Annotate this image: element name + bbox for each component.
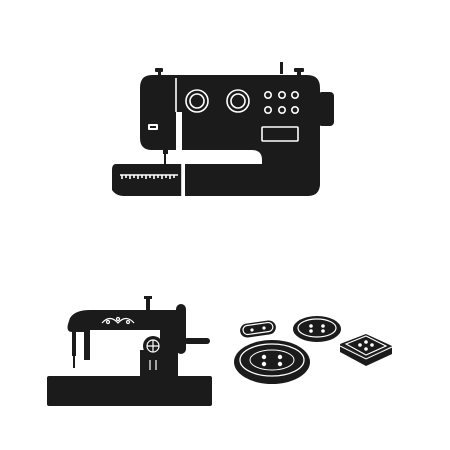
vintage-sewing-machine-icon <box>47 296 212 406</box>
oval-button-small <box>240 320 276 338</box>
round-button-medium <box>293 316 341 342</box>
sewing-buttons-icon <box>234 316 393 384</box>
round-button-large <box>234 340 310 384</box>
electric-sewing-machine-icon <box>112 62 334 196</box>
electric-sewing-machine-details <box>120 78 299 196</box>
vintage-sewing-machine-ornament <box>101 316 160 370</box>
square-button <box>339 334 393 366</box>
electric-sewing-machine-needle <box>148 124 168 164</box>
